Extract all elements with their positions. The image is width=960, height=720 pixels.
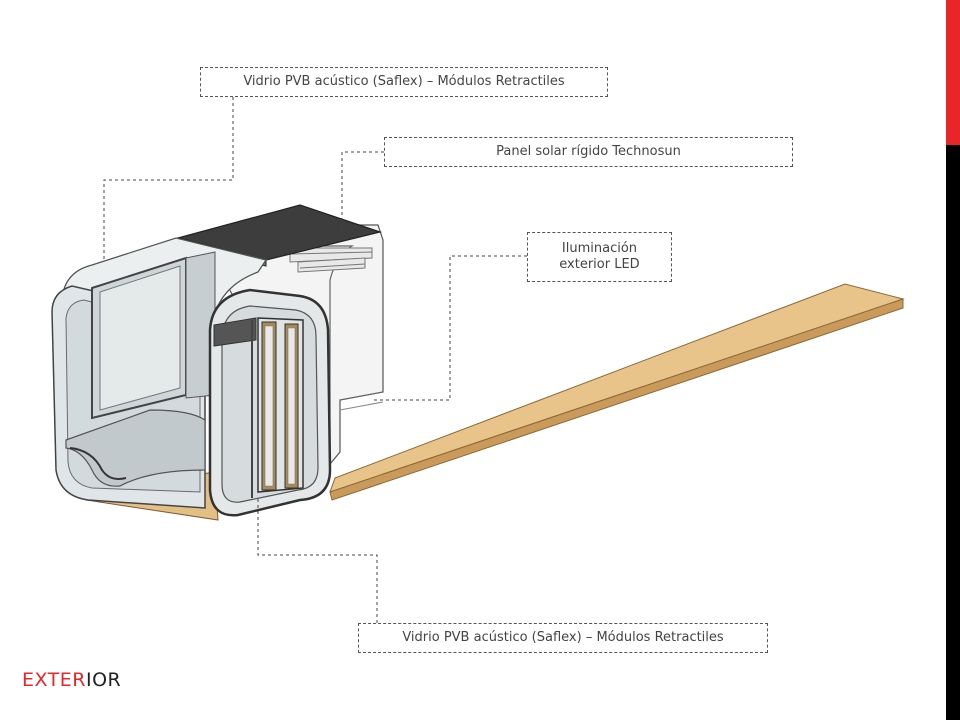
section-title: EXTERIOR — [22, 669, 121, 691]
glass-module — [51, 237, 268, 509]
label-solar-panel-text: Panel solar rígido Technosun — [496, 144, 681, 159]
wooden-walkway — [329, 283, 905, 501]
label-led-lighting: Iluminación exterior LED — [527, 232, 672, 282]
side-bar — [946, 0, 960, 720]
label-glass-bottom-text: Vidrio PVB acústico (Saflex) – Módulos R… — [402, 630, 724, 645]
label-led-line1: Iluminación — [561, 241, 638, 256]
side-accent-bar — [946, 0, 960, 145]
roof-vents — [289, 247, 373, 273]
label-glass-top-text: Vidrio PVB acústico (Saflex) – Módulos R… — [243, 74, 565, 89]
leader-solar — [341, 151, 384, 232]
leader-lines — [103, 97, 527, 623]
leader-led — [372, 255, 527, 401]
label-glass-top: Vidrio PVB acústico (Saflex) – Módulos R… — [200, 67, 608, 97]
front-door-frame — [208, 288, 332, 517]
title-accent-part: EXTER — [22, 669, 86, 691]
leader-top — [103, 97, 234, 262]
title-rest-part: IOR — [86, 669, 122, 691]
label-glass-bottom: Vidrio PVB acústico (Saflex) – Módulos R… — [358, 623, 768, 653]
label-led-line2: exterior LED — [559, 257, 640, 272]
leader-bottom — [257, 498, 378, 623]
label-solar-panel: Panel solar rígido Technosun — [384, 137, 793, 167]
